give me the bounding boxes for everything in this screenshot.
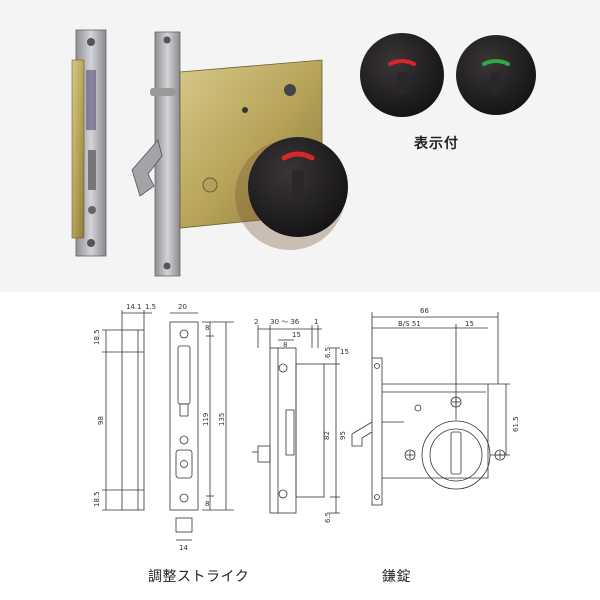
dim-lock-82: 82 <box>323 431 331 440</box>
strike-caption: 調整ストライク <box>148 569 250 585</box>
dim-strike-top-left: 14.1 <box>126 303 142 311</box>
lock-caption: 鎌錠 <box>382 569 411 585</box>
dim-case-backset: B/S 51 <box>398 320 421 328</box>
dimension-labels: 14.1 1.5 18.5 98 18.5 20 8 119 135 8 14 … <box>93 303 520 552</box>
photo-strike-plate <box>71 29 107 257</box>
dim-lock-top-2: 2 <box>254 318 258 326</box>
dim-case-15: 15 <box>465 320 474 328</box>
dim-strike-left-mid: 98 <box>97 416 105 425</box>
dim-plate-right-total: 135 <box>218 413 226 426</box>
dim-lock-top-range: 30 ～ 36 <box>270 318 300 326</box>
dim-lock-15: 15 <box>292 331 301 339</box>
drawing-lock-side <box>252 325 340 514</box>
dim-lock-8: 8 <box>283 341 287 349</box>
photo-indicator-knob-red <box>360 33 444 117</box>
dim-lock-95: 95 <box>339 431 347 440</box>
dim-lock-6-5-top: 6.5 <box>324 347 332 358</box>
drawing-lock-case <box>351 312 510 506</box>
photo-indicator-knob-green <box>456 35 536 115</box>
dim-strike-top-right: 1.5 <box>145 303 156 311</box>
indicator-label: 表示付 <box>414 136 459 152</box>
dim-lock-15-right: 15 <box>340 348 349 356</box>
dim-plate-right-bot: 8 <box>205 500 209 508</box>
dim-plate-right-mid: 119 <box>202 413 210 426</box>
dim-lock-top-1: 1 <box>314 318 318 326</box>
dim-case-66: 66 <box>420 307 429 315</box>
dim-case-61-5: 61.5 <box>512 416 520 432</box>
dim-lock-6-5-bot: 6.5 <box>324 512 332 523</box>
dim-plate-right-top: 8 <box>205 324 209 332</box>
drawing-strike-front <box>169 312 234 541</box>
drawing-strike-profile <box>102 310 152 511</box>
dim-strike-left-bot: 18.5 <box>93 491 101 507</box>
dim-strike-left-top: 18.5 <box>93 329 101 345</box>
dim-plate-bottom: 14 <box>179 544 188 552</box>
photo-lock-body <box>131 31 348 277</box>
dim-plate-width: 20 <box>178 303 187 311</box>
